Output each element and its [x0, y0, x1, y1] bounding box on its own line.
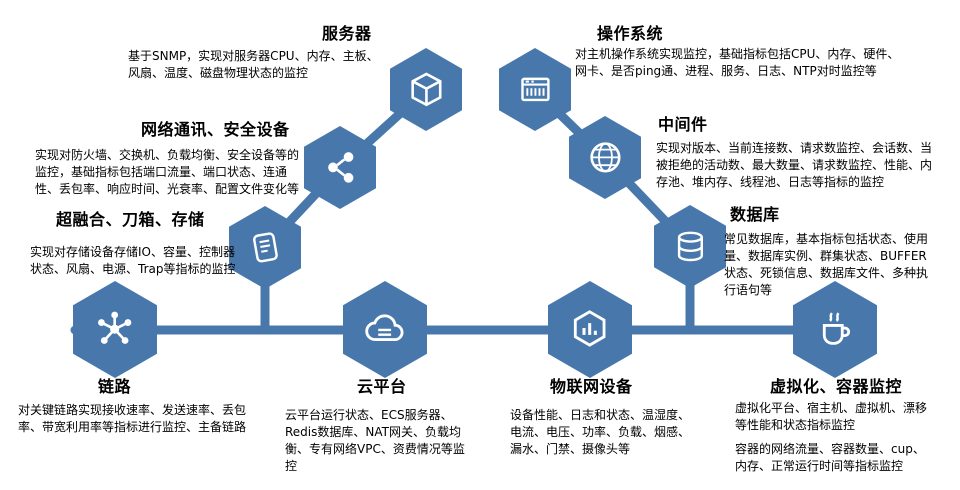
- virtualization-desc-line1: 虚拟化平台、宿主机、虚拟机、漂移等性能和状态指标监控: [735, 401, 928, 433]
- database-icon: [677, 231, 703, 262]
- java-cup-icon: [823, 312, 851, 346]
- server-desc: 基于SNMP，实现对服务器CPU、内存、主板、风扇、温度、磁盘物理状态的监控: [128, 49, 379, 81]
- storage-desc: 实现对存储设备存储IO、容量、控制器状态、风扇、电源、Trap等指标的监控: [30, 245, 236, 277]
- hub-icon: [98, 311, 132, 345]
- cloud-icon: [365, 314, 404, 342]
- right-branch-line: [530, 85, 695, 335]
- middleware-title: 中间件: [658, 115, 708, 134]
- storage-title: 超融合、刀箱、存储: [56, 210, 205, 229]
- left-branch-line: [260, 85, 431, 335]
- network-desc: 实现对防火墙、交换机、负载均衡、安全设备等的监控，基础指标包括端口流量、端口状态…: [35, 148, 300, 197]
- database-desc: 常见数据库，基本指标包括状态、使用量、数据库实例、群集状态、BUFFER状态、死…: [724, 232, 929, 298]
- iot-desc: 设备性能、日志和状态、温湿度、电流、电压、功率、负载、烟感、漏水、门禁、摄像头等: [510, 408, 691, 457]
- cloud-desc: 云平台运行状态、ECS服务器、Redis数据库、NAT网关、负载均衡、专有网络V…: [285, 408, 465, 474]
- os-desc: 对主机操作系统实现监控，基础指标包括CPU、内存、硬件、网卡、是否ping通、进…: [575, 47, 900, 79]
- database-title: 数据库: [730, 205, 780, 224]
- iot-hexagon-chart-icon: [574, 310, 606, 348]
- virtualization-title: 虚拟化、容器监控: [770, 377, 903, 396]
- link-title: 链路: [98, 377, 132, 396]
- virtualization-desc-line2: 容器的网络流量、容器数量、cup、内存、正常运行时间等指标监控: [735, 442, 925, 474]
- network-title: 网络通讯、安全设备: [141, 120, 290, 139]
- os-title: 操作系统: [597, 24, 664, 43]
- cloud-title: 云平台: [357, 377, 407, 396]
- scroll-icon: [252, 232, 278, 263]
- globe-icon: [589, 142, 621, 173]
- iot-title: 物联网设备: [550, 377, 633, 396]
- cube-icon: [410, 72, 442, 107]
- server-rack-icon: [520, 77, 550, 102]
- share-nodes-icon: [327, 152, 353, 183]
- middleware-desc: 实现对版本、当前连接数、请求数监控、会话数、当被拒绝的活动数、最大数量、请求数监…: [656, 141, 933, 190]
- server-title: 服务器: [322, 24, 372, 43]
- link-desc: 对关键链路实现接收速率、发送速率、丢包率、带宽利用率等指标进行监控、主备链路: [18, 403, 247, 435]
- virtualization-desc: 虚拟化平台、宿主机、虚拟机、漂移等性能和状态指标监控 容器的网络流量、容器数量、…: [735, 400, 931, 475]
